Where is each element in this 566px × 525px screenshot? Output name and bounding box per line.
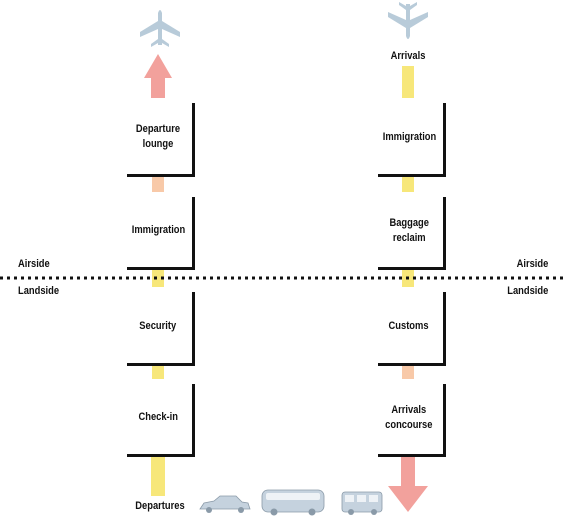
step-customs: Customs: [375, 289, 443, 363]
step-label: Security: [139, 319, 177, 332]
step-security: Security: [124, 289, 192, 363]
zone-label-landside-right: Landside: [506, 285, 548, 297]
car-icon: [199, 495, 251, 513]
arrivals-label: Arrivals: [390, 50, 426, 62]
arrival-connector-top: [402, 66, 414, 98]
step-label: Baggage reclaim: [389, 216, 429, 244]
step-label: Immigration: [131, 224, 185, 236]
bus-icon: [341, 491, 383, 515]
departure-connector-immigration-security: [152, 269, 164, 287]
step-checkin: Check-in: [124, 381, 192, 454]
step-label: Customs: [388, 319, 430, 332]
step-departure-immigration: Immigration: [124, 194, 192, 267]
step-label: Arrivals concourse: [385, 403, 433, 431]
departure-connector-security-checkin: [152, 365, 164, 379]
airplane-takeoff-icon: [140, 10, 180, 47]
departure-connector-lounge-immigration: [152, 176, 164, 192]
coach-icon: [261, 489, 325, 516]
step-label: Check-in: [138, 411, 178, 423]
step-label: Departure lounge: [135, 123, 181, 150]
departures-label: Departures: [135, 500, 185, 512]
step-arrivals-concourse: Arrivals concourse: [375, 381, 443, 454]
step-baggage-reclaim: Baggage reclaim: [375, 194, 443, 267]
zone-label-airside-right: Airside: [516, 258, 548, 270]
airplane-landing-icon: [388, 2, 428, 39]
arrival-connector-immigration-baggage: [402, 176, 414, 192]
zone-label-airside-left: Airside: [18, 258, 50, 270]
step-departure-lounge: Departure lounge: [124, 100, 192, 174]
arrival-connector-customs-concourse: [402, 365, 414, 379]
departure-entry-bar: [151, 456, 165, 496]
zone-label-landside-left: Landside: [18, 285, 60, 297]
step-label: Immigration: [382, 130, 436, 143]
step-arrival-immigration: Immigration: [375, 100, 443, 174]
arrival-down-arrow: [388, 456, 428, 512]
departure-up-arrow: [144, 54, 172, 98]
